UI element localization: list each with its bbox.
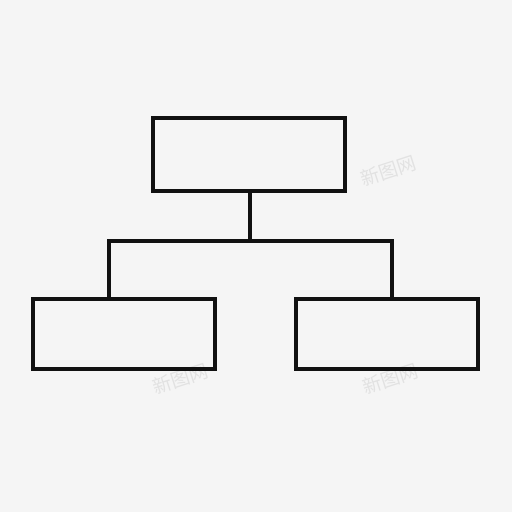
watermark-text: 新图网	[358, 152, 419, 191]
watermark-text: 新图网	[150, 360, 211, 399]
watermark-text: 新图网	[360, 360, 421, 399]
child-node-box-left	[31, 297, 217, 371]
child-node-box-right	[294, 297, 480, 371]
parent-node-box	[151, 116, 347, 193]
